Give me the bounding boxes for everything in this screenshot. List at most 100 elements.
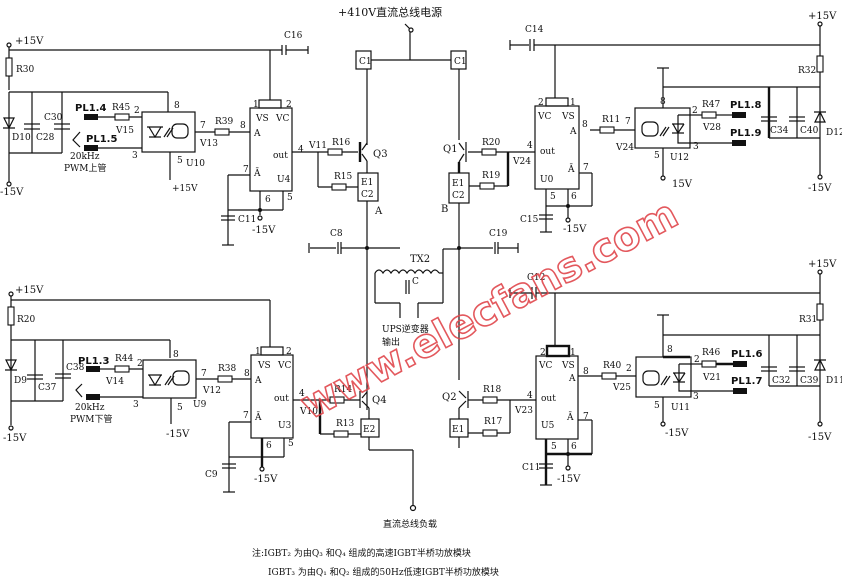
pin-label: 8 (244, 369, 250, 379)
resistor-label: R32 (798, 66, 816, 76)
voltage-label: V10 (299, 407, 318, 417)
plug-pl1-8-icon (732, 112, 746, 118)
terminal-icon (817, 269, 823, 275)
resistor-label: R47 (702, 100, 721, 110)
resistor-r11-icon (599, 126, 615, 134)
opto-light-icon (660, 375, 671, 386)
pin-name: Ā (566, 411, 574, 423)
diode-d12-icon (814, 110, 826, 123)
pin-label: 8 (660, 97, 666, 107)
resistor-r31-icon (816, 303, 824, 321)
pin-label: 2 (286, 347, 292, 357)
opto-receiver-icon (172, 370, 190, 386)
pin-label: 4 (527, 391, 533, 401)
plug-pl1-9-icon (732, 140, 746, 146)
pin-label: 2 (694, 355, 700, 365)
signal-label: 20kHz (70, 152, 100, 162)
resistor-r38-icon (217, 375, 233, 383)
pin-label: 7 (583, 163, 589, 173)
capacitor-label: C32 (772, 376, 790, 386)
terminal-icon (817, 421, 823, 427)
pin-label: 6 (571, 442, 577, 452)
resistor-r17-icon (482, 429, 498, 437)
igbt-q3-label: Q3 (373, 149, 388, 160)
capacitor-label: C15 (520, 215, 539, 225)
resistor-label: R14 (334, 385, 353, 395)
pin-label: 7 (243, 411, 249, 421)
resistor-r44-icon (114, 365, 130, 373)
igbt-q4-icon (361, 400, 370, 409)
resistor-label: R18 (483, 385, 502, 395)
pin-name: VC (537, 112, 551, 122)
pin-label: 8 (667, 345, 673, 355)
resistor-label: R31 (799, 315, 817, 325)
resistor-label: R20 (17, 315, 36, 325)
pin-label: 8 (173, 350, 179, 360)
plug-label: PL1.9 (730, 128, 761, 139)
terminal-icon (8, 425, 14, 431)
pin-label: 4 (298, 145, 304, 155)
pin-label: 1 (570, 348, 576, 358)
collector-box-left (355, 50, 372, 70)
igbt-q1-icon (458, 153, 465, 163)
wire (545, 97, 569, 107)
pin-name: Ā (254, 411, 262, 423)
driver-label: U0 (540, 175, 554, 185)
pin-label: 5 (177, 403, 183, 413)
junction-dot (566, 204, 570, 208)
plug-pl1-3-icon (86, 366, 100, 372)
resistor-label: R13 (336, 419, 355, 429)
supply-label: -15V (0, 187, 24, 198)
ups-output-label: 输出 (382, 336, 400, 348)
supply-label: +15V (172, 184, 198, 194)
collector-label-right: C1 (454, 57, 467, 67)
resistor-r18-icon (482, 396, 498, 404)
opto-label: U10 (186, 159, 205, 169)
resistor-r30-icon (5, 57, 13, 77)
capacitor-c19-label: C19 (489, 229, 508, 239)
capacitor-label: C30 (44, 113, 63, 123)
diode-d10-icon (3, 117, 15, 130)
igbt-q1-label: Q1 (443, 144, 458, 155)
opto-label: U11 (671, 403, 690, 413)
transformer-label: TX2 (410, 254, 430, 265)
terminal-icon (565, 217, 571, 223)
wire (545, 344, 571, 358)
resistor-label: R45 (112, 103, 131, 113)
pin-label: 7 (625, 117, 631, 127)
resistor-r19-icon (479, 182, 495, 190)
wire (678, 363, 691, 392)
driver-u0 (534, 105, 580, 190)
driver-u3 (250, 354, 294, 439)
plug-label: PL1.6 (731, 349, 762, 360)
capacitor-label: C37 (38, 383, 57, 393)
pin-label: 5 (287, 193, 293, 203)
signal-label: 20kHz (75, 403, 105, 413)
pin-label: 1 (255, 347, 261, 357)
pin-label: 5 (654, 401, 660, 411)
supply-label: -15V (563, 224, 587, 235)
capacitor-c8-label: C8 (330, 229, 343, 239)
junction-dot (566, 452, 570, 456)
resistor-label: R16 (332, 138, 351, 148)
pin-name: A (568, 374, 576, 384)
pin-label: 4 (299, 389, 305, 399)
voltage-label: V28 (702, 123, 721, 133)
opto-receiver-icon (641, 121, 659, 137)
ups-output-label: UPS逆变器 (382, 323, 429, 335)
wire (258, 99, 282, 109)
plug-label: PL1.5 (86, 134, 117, 145)
voltage-label: V13 (199, 139, 218, 149)
node-b-label: B (441, 204, 448, 215)
pin-label: 1 (570, 98, 576, 108)
resistor-r39-icon (214, 128, 230, 136)
resistor-r16-icon (327, 148, 343, 156)
supply-label: -15V (252, 225, 276, 236)
capacitor-label: C11 (522, 463, 540, 473)
pin-label: 8 (583, 367, 589, 377)
wire (75, 383, 83, 398)
capacitor-label: C39 (800, 376, 819, 386)
pin-label: 3 (693, 392, 699, 402)
plug-pl1-6-icon (733, 361, 747, 367)
resistor-label: R44 (115, 354, 134, 364)
